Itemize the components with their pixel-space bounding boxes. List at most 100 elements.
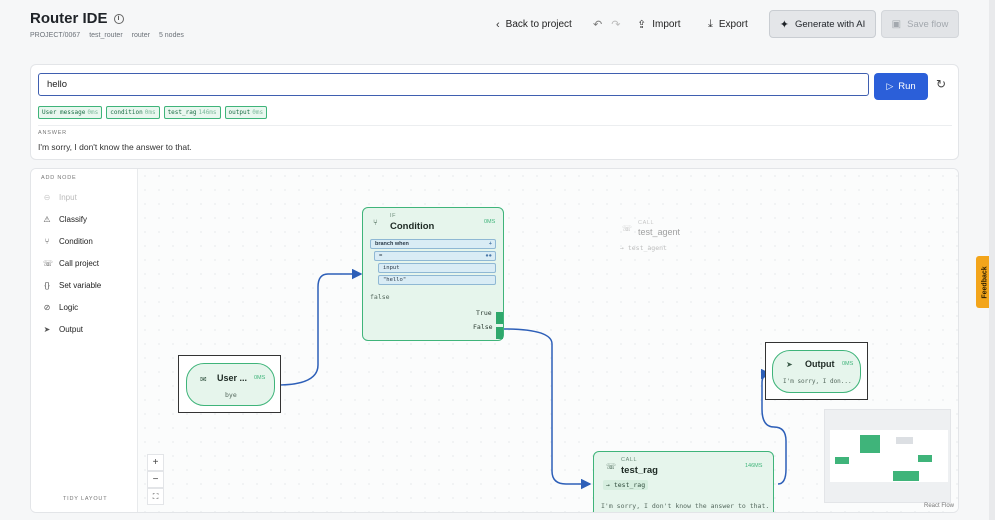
page-scrollbar[interactable] — [989, 0, 995, 520]
minimap[interactable] — [824, 409, 951, 503]
output-node[interactable]: ➤ Output 0MS I'm sorry, I don... — [772, 350, 861, 393]
logic-icon: ⊘ — [43, 303, 51, 312]
rag-node-type: CALL — [621, 457, 638, 463]
call-project-icon: ☏ — [43, 259, 54, 268]
true-output-handle[interactable] — [496, 312, 503, 324]
sidebar-item-set-variable[interactable]: {} Set variable — [44, 281, 102, 290]
edge-condition-false-to-rag — [502, 328, 592, 490]
left-operand-field[interactable]: input — [378, 263, 496, 273]
minimap-agent-node — [896, 437, 913, 444]
download-icon: ⤓ — [708, 18, 713, 30]
zoom-in-button[interactable]: + — [147, 454, 164, 471]
false-output-handle[interactable] — [496, 327, 503, 339]
chevron-left-icon: ‹ — [496, 18, 500, 31]
import-label: Import — [652, 19, 681, 30]
info-icon[interactable]: i — [113, 13, 124, 24]
save-flow-button[interactable]: ▣ Save flow — [881, 10, 959, 38]
reset-icon[interactable]: ↻ — [936, 77, 947, 91]
tidy-layout-button[interactable]: TIDY LAYOUT — [63, 496, 108, 502]
generate-with-ai-button[interactable]: ✦ Generate with AI — [769, 10, 876, 38]
output-node-ms: 0MS — [842, 361, 854, 367]
divider — [38, 125, 952, 126]
output-node-title: Output — [805, 359, 835, 369]
send-icon: ➤ — [786, 360, 793, 369]
user-node-title: User ... — [217, 373, 248, 383]
user-node-value: bye — [225, 391, 237, 399]
minimap-condition-node — [860, 435, 880, 453]
fit-view-icon: ⛶ — [152, 491, 159, 501]
crumb-type: router — [131, 32, 150, 39]
edge-rag-to-output — [760, 368, 787, 485]
flow-edges — [276, 268, 787, 490]
sidebar-item-output[interactable]: ➤ Output — [43, 325, 84, 334]
false-output-label: False — [473, 323, 493, 331]
answer-label: ANSWER — [38, 130, 67, 136]
edge-user-to-condition — [276, 268, 363, 386]
agent-node-target: → test_agent — [620, 244, 667, 252]
export-button[interactable]: ⤓ Export — [708, 12, 748, 37]
sidebar-item-condition[interactable]: ⑂ Condition — [44, 237, 93, 246]
run-button[interactable]: ▷ Run — [874, 73, 928, 100]
condition-icon: ⑂ — [44, 237, 50, 246]
add-rule-icon[interactable]: + — [488, 241, 492, 247]
options-icon[interactable]: ●● — [485, 253, 492, 259]
add-node-heading: ADD NODE — [41, 175, 77, 181]
true-output-label: True — [476, 309, 492, 317]
plus-icon: + — [152, 457, 159, 468]
condition-node[interactable]: ⑂ IF Condition 0MS branch when + = ●● in… — [362, 207, 504, 341]
message-icon: ✉ — [200, 375, 207, 384]
flow-canvas[interactable]: ✉ User ... 0MS bye ⑂ IF Condition 0MS br… — [138, 169, 958, 512]
set-variable-icon: {} — [44, 281, 50, 290]
test-agent-node[interactable]: ☏ CALL test_agent → test_agent — [606, 213, 726, 259]
sidebar-item-logic[interactable]: ⊘ Logic — [43, 303, 79, 312]
phone-icon: ☏ — [606, 462, 617, 471]
crumb-project[interactable]: PROJECT/0067 — [30, 32, 81, 39]
back-to-project-button[interactable]: ‹ Back to project — [496, 12, 572, 37]
react-flow-attribution[interactable]: React Flow — [924, 503, 955, 509]
right-operand-field[interactable]: "hello" — [378, 275, 496, 285]
operator-row[interactable]: = ●● — [374, 251, 496, 261]
minimap-rag-node — [893, 471, 919, 481]
branch-when-row[interactable]: branch when + — [370, 239, 496, 249]
breadcrumb: PROJECT/0067 test_router router 5 nodes — [30, 32, 184, 39]
fit-view-button[interactable]: ⛶ — [147, 488, 164, 505]
condition-false-label: false — [370, 293, 390, 301]
page-title: Router IDE i — [30, 10, 124, 27]
output-icon: ➤ — [43, 325, 51, 334]
condition-node-ms: 0MS — [484, 219, 496, 225]
minus-icon: − — [152, 474, 159, 485]
branch-icon: ⑂ — [373, 218, 378, 227]
rag-node-ms: 146MS — [745, 463, 763, 469]
export-label: Export — [718, 19, 748, 30]
sidebar-item-input[interactable]: ⊖ Input — [43, 193, 77, 202]
history-controls: ↶ ↷ — [593, 12, 620, 37]
feedback-label: Feedback — [982, 265, 990, 299]
test-rag-node[interactable]: ☏ CALL test_rag 146MS → test_rag I'm sor… — [593, 451, 774, 512]
user-message-node[interactable]: ✉ User ... 0MS bye — [186, 363, 275, 406]
output-node-value: I'm sorry, I don... — [783, 378, 852, 385]
minimap-user-node — [835, 457, 849, 464]
canvas-grid — [138, 169, 958, 512]
answer-text: I'm sorry, I don't know the answer to th… — [38, 142, 192, 152]
question-input[interactable] — [38, 73, 869, 96]
condition-node-type: IF — [390, 213, 397, 219]
sidebar-item-call-project[interactable]: ☏ Call project — [43, 259, 100, 268]
redo-icon[interactable]: ↷ — [611, 19, 621, 31]
page-title-text: Router IDE — [30, 10, 108, 27]
undo-icon[interactable]: ↶ — [593, 19, 603, 31]
rag-node-target: → test_rag — [603, 480, 649, 490]
upload-icon: ⇪ — [637, 19, 647, 31]
import-button[interactable]: ⇪ Import — [637, 12, 681, 37]
crumb-node-count: 5 nodes — [158, 32, 184, 39]
play-icon: ▷ — [886, 81, 894, 91]
phone-icon: ☏ — [622, 224, 633, 233]
agent-node-type: CALL — [638, 220, 655, 226]
sidebar-item-classify[interactable]: ⚠ Classify — [43, 215, 88, 224]
add-node-sidebar: ADD NODE ⊖ Input ⚠ Classify ⑂ Condition … — [31, 169, 138, 512]
zoom-out-button[interactable]: − — [147, 471, 164, 488]
